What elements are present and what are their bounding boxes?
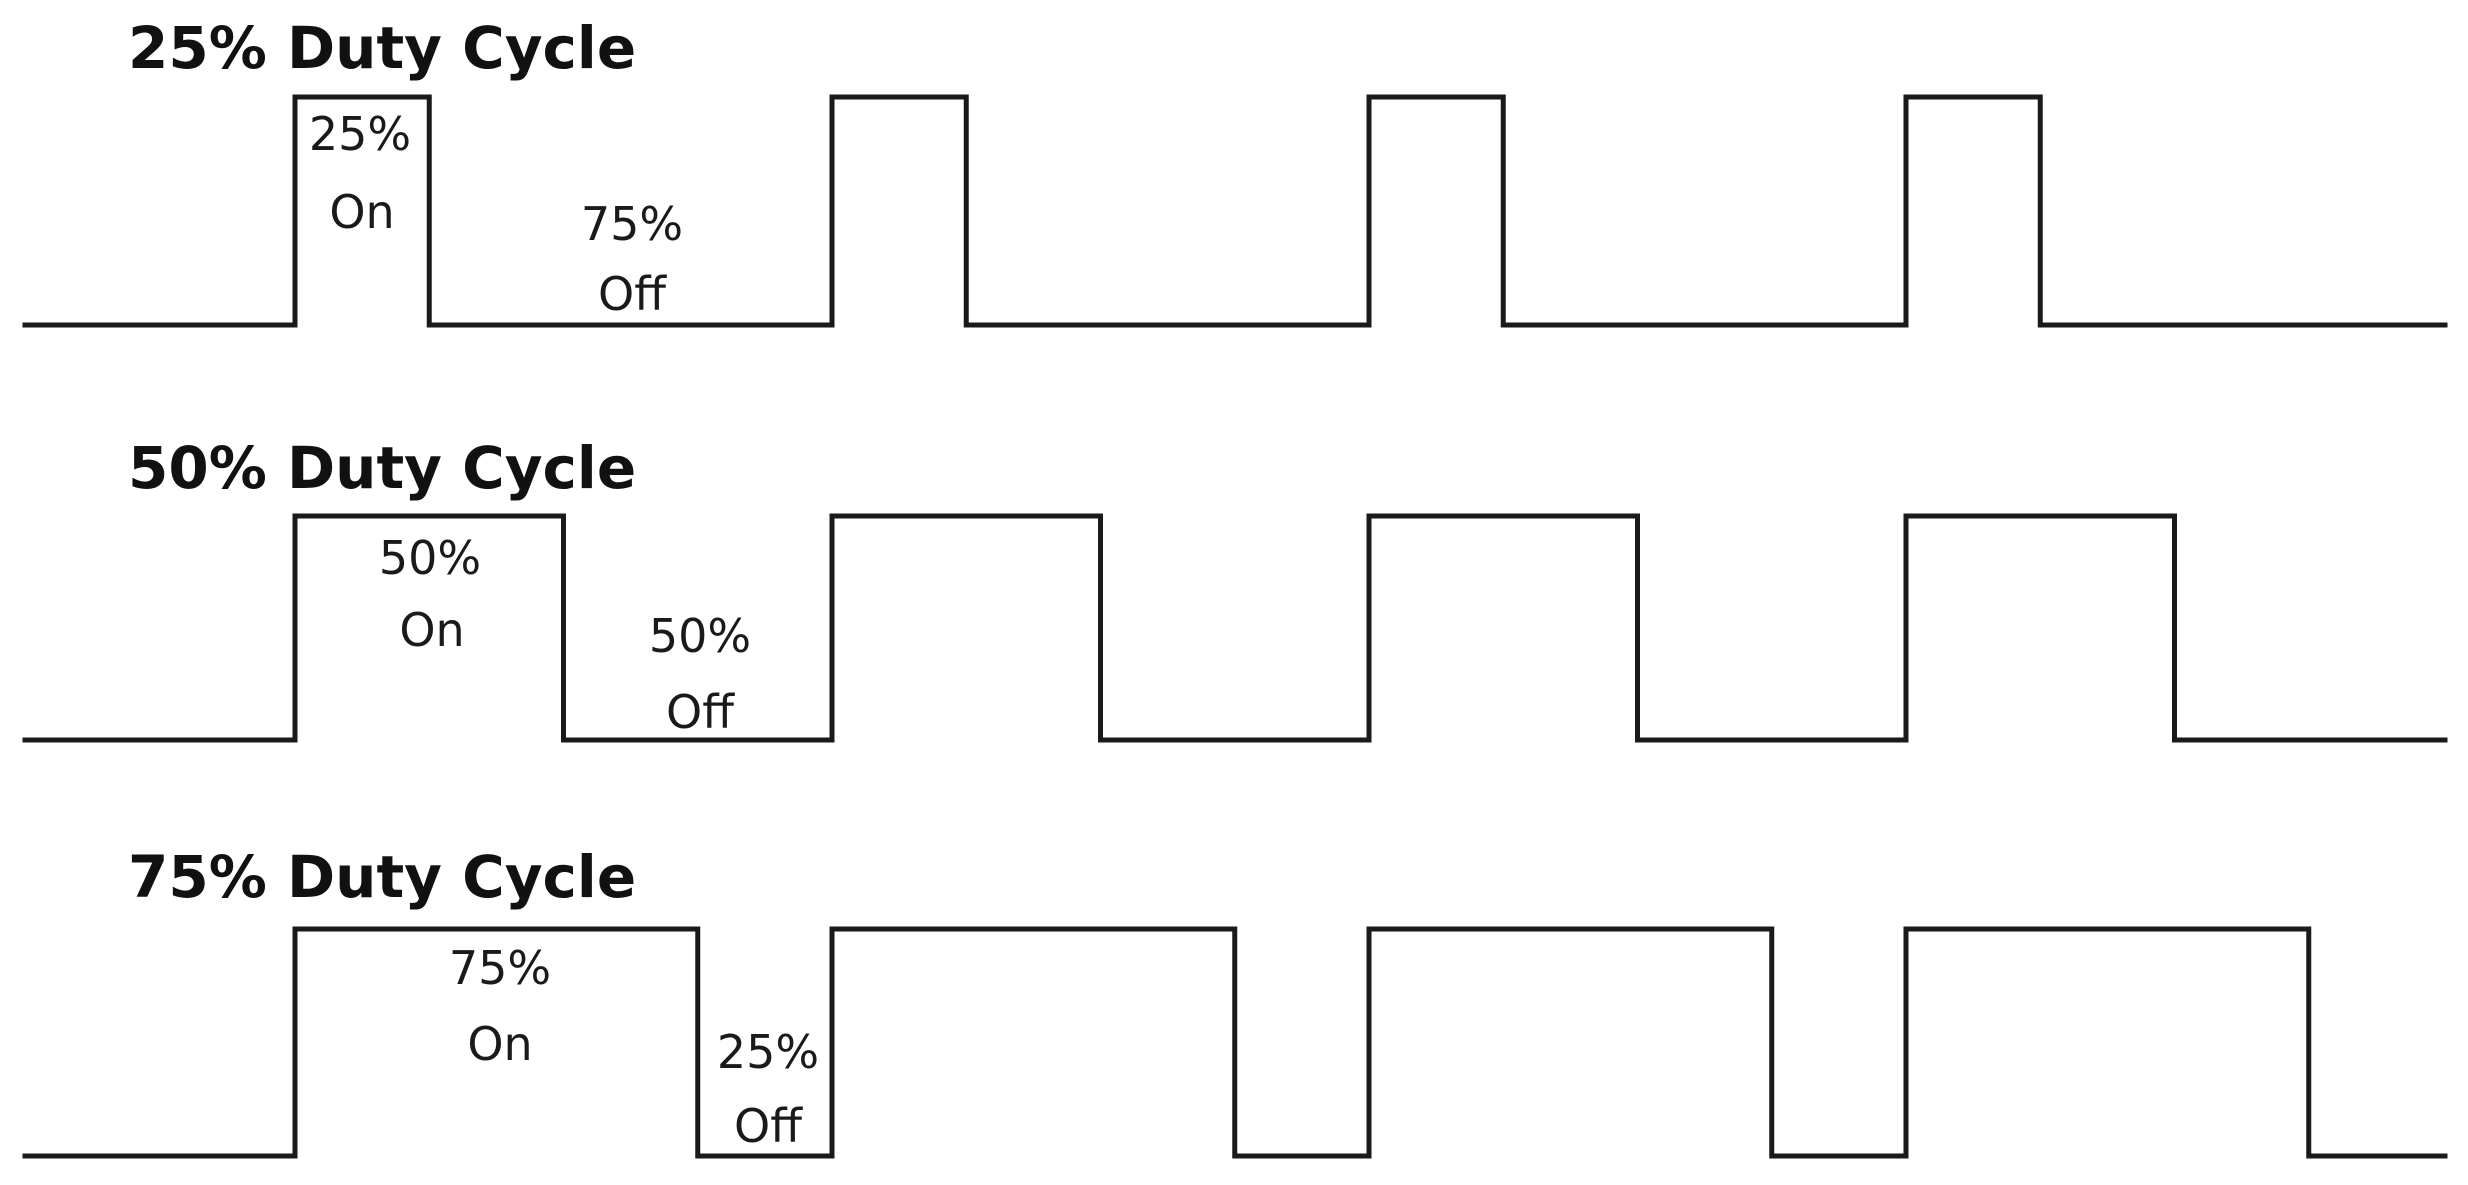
waveform-75 (22, 926, 2448, 1159)
on-percent-label: 50% (379, 531, 481, 585)
waveform-50 (22, 513, 2448, 743)
panel-50-duty-cycle: 50% Duty Cycle 50% On 50% Off (22, 434, 2448, 743)
off-percent-label: 25% (717, 1025, 819, 1079)
on-word-label: On (329, 185, 394, 239)
panel-title: 25% Duty Cycle (128, 14, 636, 82)
off-percent-label: 50% (649, 609, 751, 663)
off-word-label: Off (734, 1099, 803, 1153)
on-word-label: On (399, 603, 464, 657)
on-percent-label: 75% (449, 941, 551, 995)
panel-75-duty-cycle: 75% Duty Cycle 75% On 25% Off (22, 843, 2448, 1159)
panel-25-duty-cycle: 25% Duty Cycle 25% On 75% Off (22, 14, 2448, 328)
off-word-label: Off (598, 267, 667, 321)
off-percent-label: 75% (581, 197, 683, 251)
on-percent-label: 25% (309, 107, 411, 161)
waveform-25 (22, 94, 2448, 328)
off-word-label: Off (666, 685, 735, 739)
on-word-label: On (467, 1017, 532, 1071)
panel-title: 50% Duty Cycle (128, 434, 636, 502)
panel-title: 75% Duty Cycle (128, 843, 636, 911)
